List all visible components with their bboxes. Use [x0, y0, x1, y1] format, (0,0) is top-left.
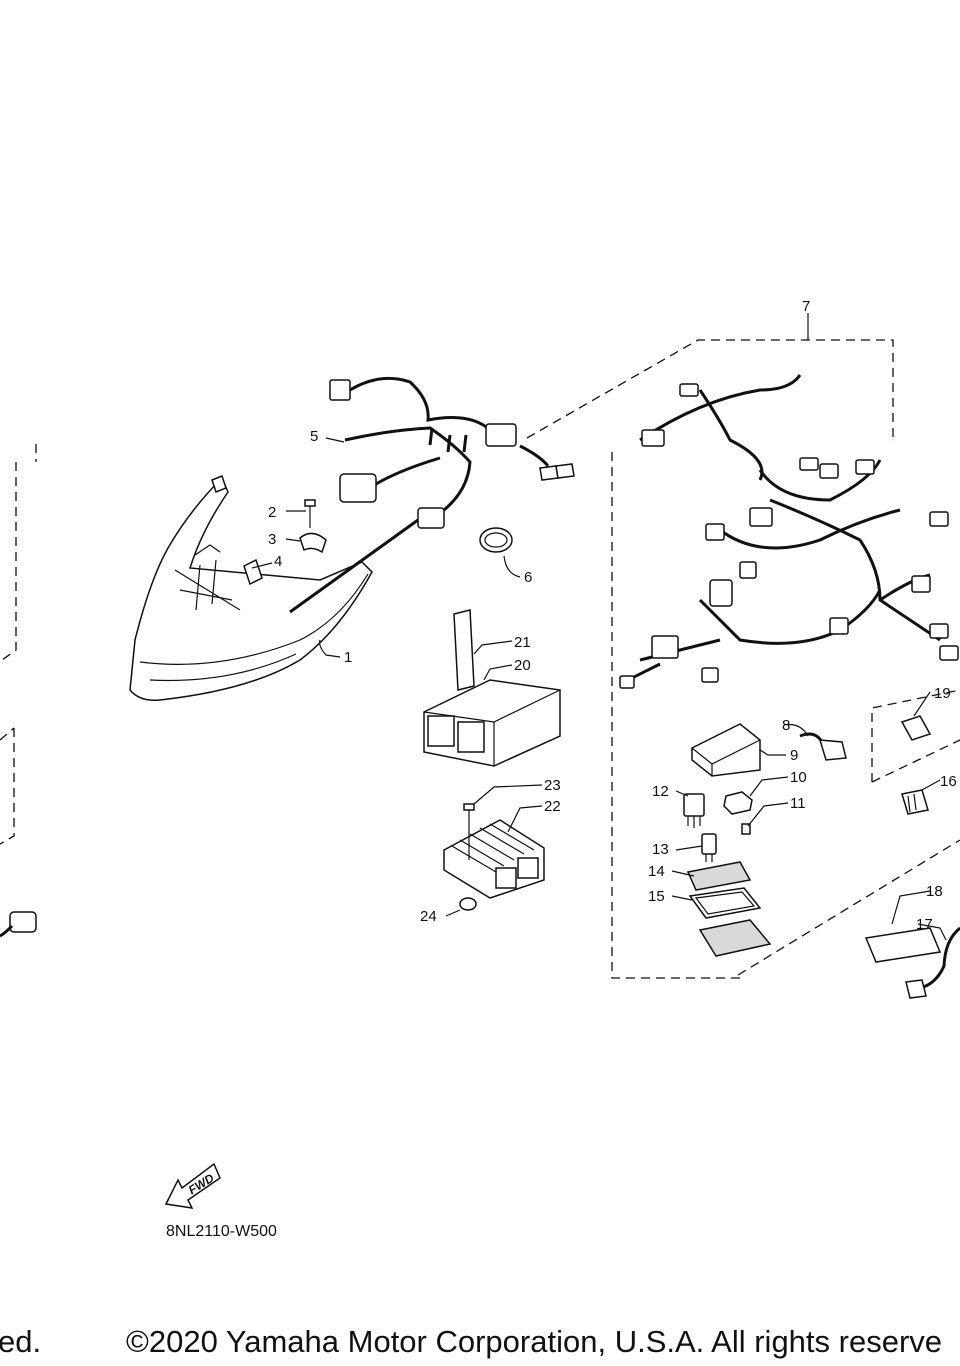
headlight-assembly [129, 475, 373, 702]
rectifier-regulator-22 [443, 819, 545, 899]
drawing-code: 8NL2110-W500 [166, 1223, 277, 1240]
relay-10 [723, 791, 753, 815]
bolt-23 [463, 803, 475, 860]
callout-8: 8 [782, 717, 790, 734]
callout-15: 15 [648, 888, 665, 905]
callout-6: 6 [524, 569, 532, 586]
callout-18: 18 [926, 883, 943, 900]
relay-12 [683, 793, 705, 828]
callout-20: 20 [514, 657, 531, 674]
left-connector-fragment [0, 911, 37, 938]
callout-24: 24 [420, 908, 437, 925]
connector-8 [799, 732, 847, 761]
strip-21 [453, 609, 475, 691]
footer-left-fragment: ed. [0, 1324, 41, 1359]
left-dashed-group-fragment [0, 444, 37, 845]
leader-lines [251, 313, 947, 941]
callout-5: 5 [310, 428, 318, 445]
sub-wire-harness [289, 376, 517, 614]
nut-24 [459, 897, 477, 911]
callout-16: 16 [940, 773, 957, 790]
main-harness-group-outline [526, 339, 960, 979]
sensor-17 [905, 926, 960, 999]
coupler-19-group [871, 689, 960, 783]
callout-19: 19 [934, 685, 951, 702]
main-wire-harness [519, 374, 959, 689]
callout-3: 3 [268, 531, 276, 548]
fuse-set-14 [686, 861, 752, 891]
label-18 [864, 927, 942, 963]
fuse-11 [741, 823, 751, 835]
callout-13: 13 [652, 841, 669, 858]
footer-copyright: ©2020 Yamaha Motor Corporation, U.S.A. A… [126, 1324, 942, 1359]
clamp [299, 532, 327, 554]
grommet [243, 558, 263, 586]
callout-4: 4 [274, 553, 282, 570]
callout-12: 12 [652, 783, 669, 800]
callout-22: 22 [544, 798, 561, 815]
callout-23: 23 [544, 777, 561, 794]
callout-21: 21 [514, 634, 531, 651]
callout-1: 1 [344, 649, 352, 666]
callout-7: 7 [802, 298, 810, 315]
unit-box [691, 723, 761, 777]
fuse-box-15 [688, 887, 772, 957]
relay-13 [701, 833, 717, 862]
callout-11: 11 [790, 795, 806, 812]
callout-10: 10 [790, 769, 807, 786]
band [479, 527, 513, 553]
coupler-16 [901, 789, 929, 815]
bolt [304, 499, 316, 528]
ecu-20 [423, 679, 561, 767]
callout-14: 14 [648, 863, 665, 880]
callout-9: 9 [790, 747, 798, 764]
fwd-arrow-icon: FWD [164, 1162, 221, 1209]
callout-17: 17 [916, 916, 933, 933]
callout-2: 2 [268, 504, 276, 521]
